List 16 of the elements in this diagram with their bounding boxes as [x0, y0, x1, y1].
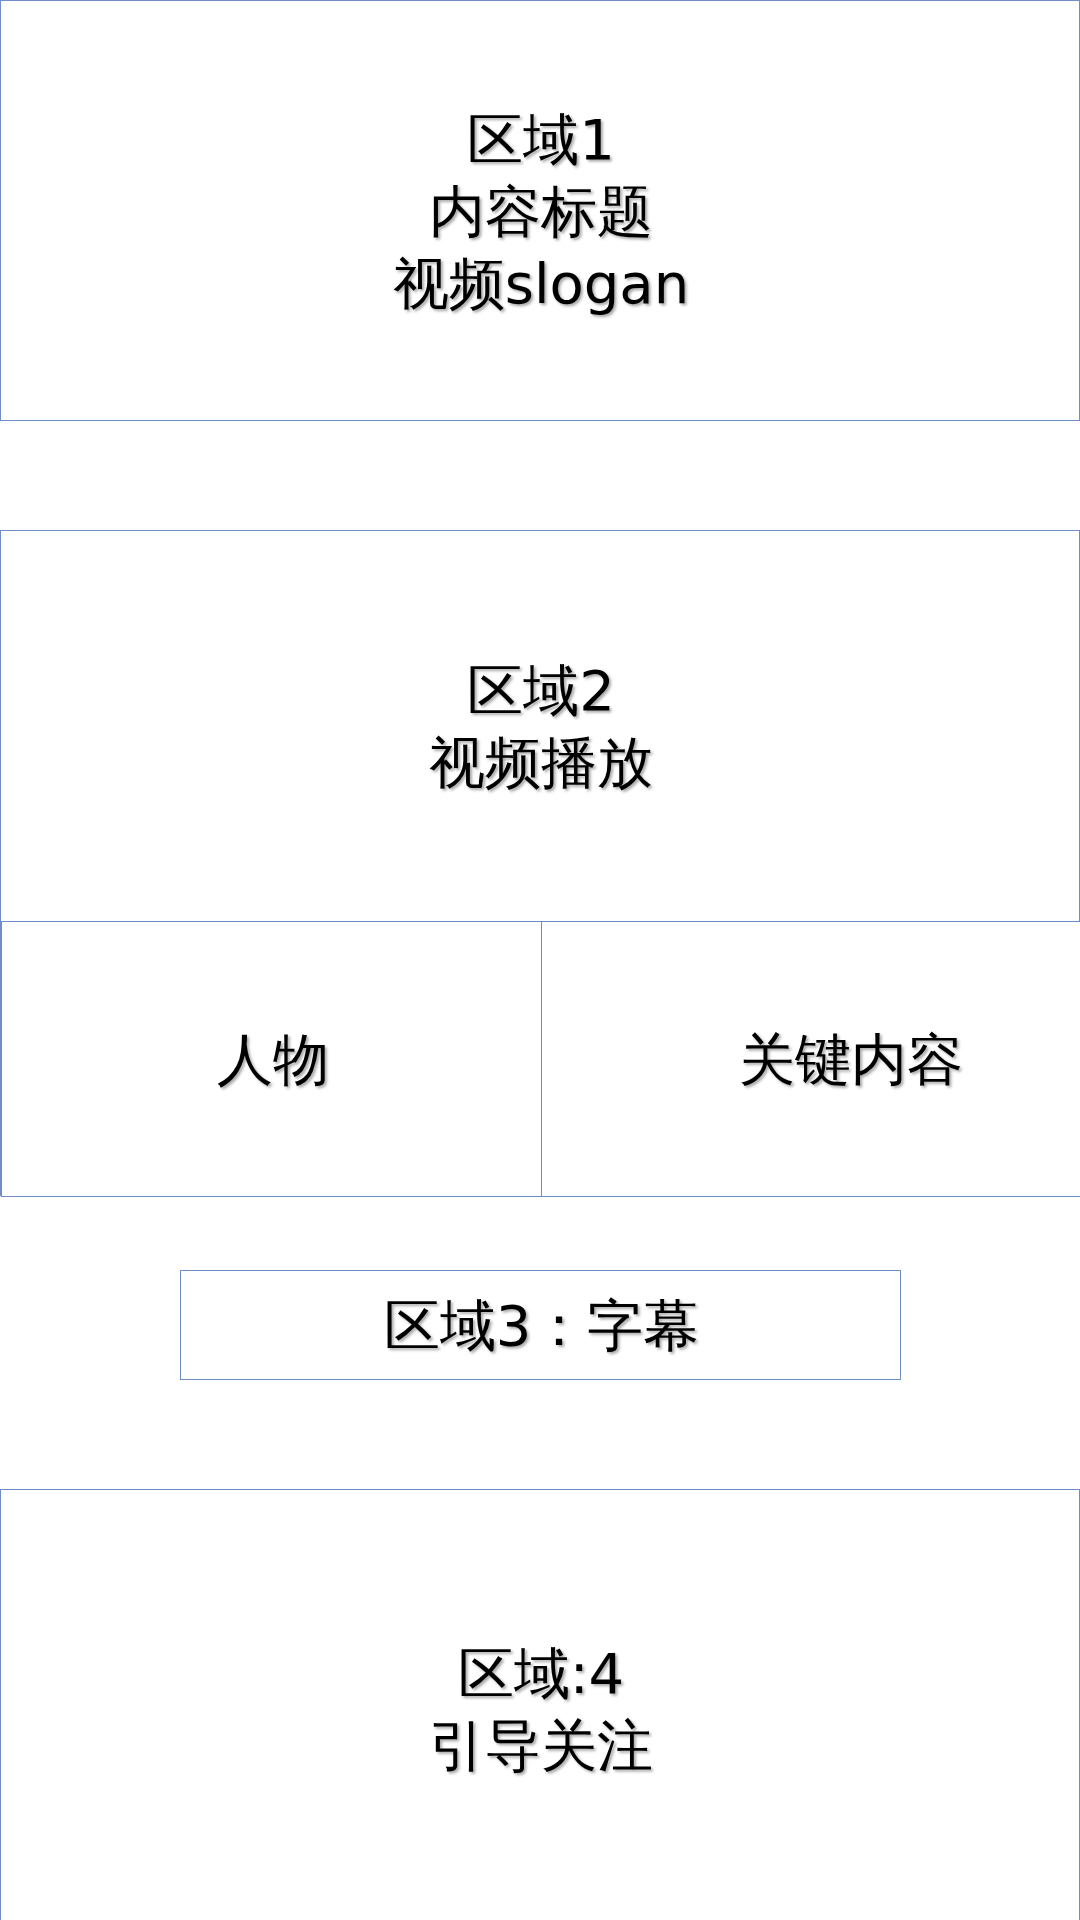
region-label: 引导关注 [429, 1712, 653, 1780]
region-heading: 区域:4 [457, 1640, 625, 1708]
region-label: 关键内容 [739, 1026, 963, 1094]
region-outline [180, 1270, 901, 1380]
region-heading: 区域1 [467, 105, 615, 174]
region-outline [0, 1489, 1080, 1920]
region-heading: 区域2 [467, 656, 615, 725]
region-label: 视频slogan [392, 249, 690, 318]
region-label: 视频播放 [429, 728, 653, 797]
region-outline [541, 921, 1080, 1197]
region-label: 人物 [216, 1026, 329, 1094]
region-label: 区域3：字幕 [383, 1292, 700, 1360]
region-outline [0, 530, 1080, 1196]
region-outline [0, 0, 1080, 421]
region-outline [1, 921, 542, 1197]
region-label: 内容标题 [429, 177, 653, 246]
